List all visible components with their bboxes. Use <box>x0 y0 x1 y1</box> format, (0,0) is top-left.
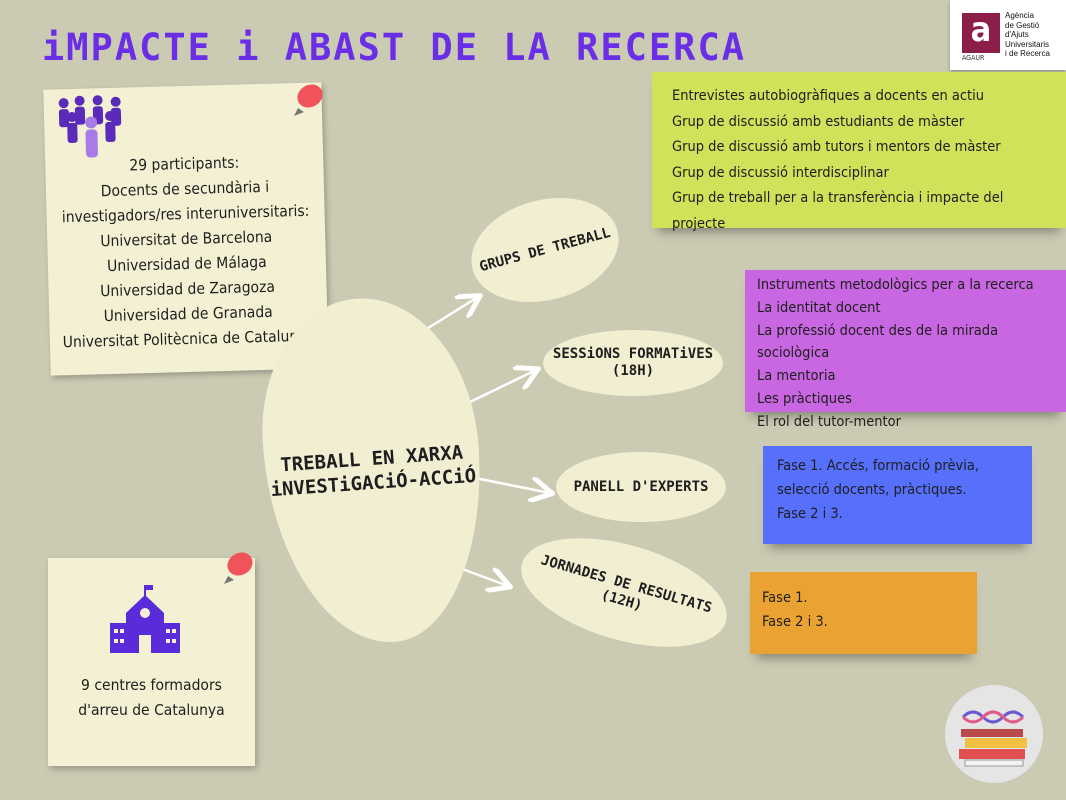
detail-item: El rol del tutor-mentor <box>757 413 901 430</box>
jornades-details: Fase 1. Fase 2 i 3. <box>750 572 977 654</box>
detail-item: selecció docents, pràctiques. <box>777 482 967 498</box>
pushpin-icon <box>224 552 253 584</box>
detail-item: Fase 2 i 3. <box>777 506 843 522</box>
branch-label: SESSiONS FORMATiVES <box>552 346 714 362</box>
detail-item: Les pràctiques <box>757 390 852 407</box>
detail-item: Fase 1. Accés, formació prèvia, <box>777 458 979 474</box>
logo-line: i de Recerca <box>1005 49 1050 58</box>
arrow-sessions <box>469 370 536 404</box>
detail-item: Instruments metodològics per a la recerc… <box>757 277 1034 293</box>
sessions-details: Instruments metodològics per a la recerc… <box>745 270 1066 430</box>
logo-mark: a <box>962 13 1000 53</box>
people-group-icon <box>58 95 122 158</box>
detail-item: Grup de discussió amb estudiants de màst… <box>672 113 965 130</box>
detail-item: Fase 2 i 3. <box>762 614 828 630</box>
branch-label: GRUPS DE TREBALL <box>477 224 613 275</box>
panell-details: Fase 1. Accés, formació prèvia, selecció… <box>763 446 1032 544</box>
branch-label: (18H) <box>611 363 655 379</box>
participants-text: 29 participants: Docents de secundària i… <box>45 148 328 355</box>
detail-item: Grup de discussió amb tutors i mentors d… <box>672 139 1001 155</box>
detail-item: La mentoria <box>757 368 836 385</box>
logo-line: de Gestió <box>1005 20 1040 30</box>
detail-item: Grup de discussió interdisciplinar <box>672 164 889 181</box>
books-dna-icon <box>959 710 1027 767</box>
detail-item: Entrevistes autobiogràfiques a docents e… <box>672 88 985 104</box>
research-books-badge <box>945 685 1043 783</box>
logo-line: d'Ajuts <box>1005 30 1029 39</box>
detail-item: Grup de treball per a la transferència i… <box>672 190 1004 232</box>
arrow-panell <box>474 476 550 493</box>
detail-item: La identitat docent <box>757 299 881 316</box>
pushpin-icon <box>294 84 323 116</box>
logo-abbr: AGAUR <box>962 54 985 62</box>
centres-note: 9 centres formadors d'arreu de Catalunya <box>48 558 255 766</box>
logo-line: Agència <box>1005 11 1034 20</box>
branch-sessions-formatives: SESSiONS FORMATiVES(18H) <box>543 330 723 396</box>
text-line: d'arreu de Catalunya <box>78 701 225 719</box>
agaur-logo: a AGAUR Agència de Gestió d'Ajuts Univer… <box>950 0 1066 70</box>
grups-details: Entrevistes autobiogràfiques a docents e… <box>652 72 1066 232</box>
detail-item: La professió docent des de la mirada soc… <box>757 322 999 362</box>
branch-label: PANELL D'EXPERTS <box>573 478 709 495</box>
text-line: 9 centres formadors <box>81 676 222 694</box>
page-title: iMPACTE i ABAST DE LA RECERCA <box>42 26 747 69</box>
logo-text: Agència de Gestió d'Ajuts Universitaris … <box>1005 11 1050 59</box>
school-building-icon <box>110 585 180 653</box>
detail-item: Fase 1. <box>762 590 808 606</box>
logo-line: Universitaris <box>1005 39 1050 49</box>
centres-text: 9 centres formadors d'arreu de Catalunya <box>48 673 255 723</box>
participants-note: 29 participants: Docents de secundària i… <box>43 82 329 376</box>
branch-panell-experts: PANELL D'EXPERTS <box>556 452 726 522</box>
